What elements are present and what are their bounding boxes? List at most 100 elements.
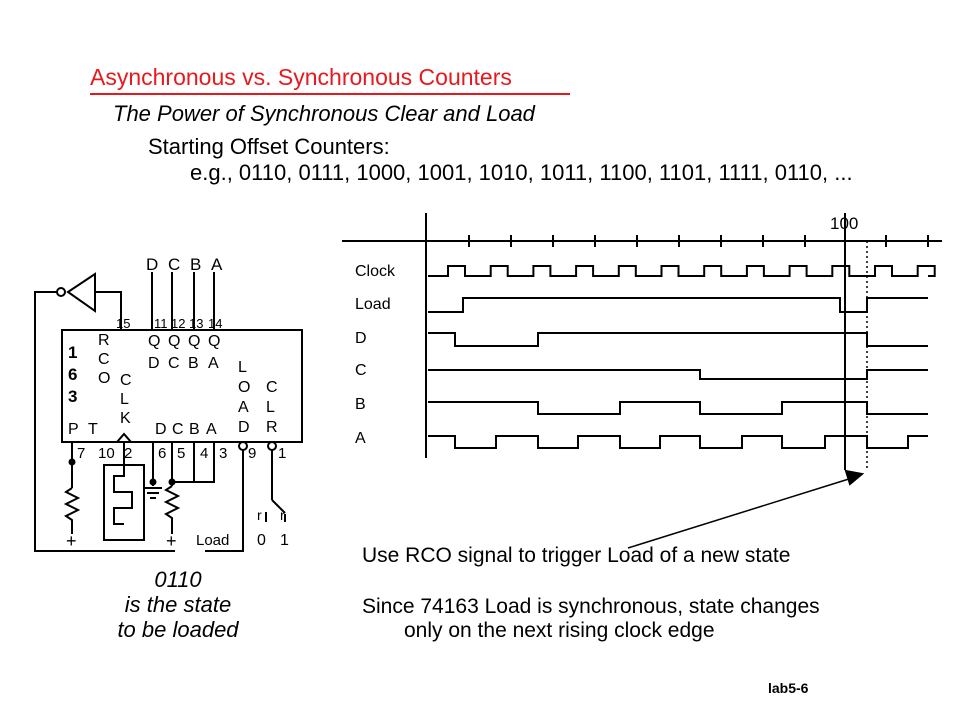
signal-label-a: A xyxy=(355,430,366,447)
clock-source-waveform xyxy=(113,460,133,525)
data-input-c: C xyxy=(172,421,184,438)
caption-line3: to be loaded xyxy=(117,617,239,642)
inverter-bubble xyxy=(56,287,66,297)
offset-heading: Starting Offset Counters: xyxy=(148,134,390,159)
load-letter-0: L xyxy=(238,359,247,376)
signal-label-load: Load xyxy=(355,296,391,313)
load-waveform xyxy=(428,297,928,313)
top-input-a: A xyxy=(211,255,223,274)
q-letter-0: D xyxy=(148,355,160,372)
marker-label: 100 xyxy=(830,214,858,233)
clk-letter-1: L xyxy=(120,391,129,408)
top-pin-11: 11 xyxy=(154,316,168,331)
data-input-d: D xyxy=(155,421,167,438)
rco-note: Use RCO signal to trigger Load of a new … xyxy=(362,544,791,567)
q-letter-2: B xyxy=(188,355,199,372)
bottom-pin-1: 1 xyxy=(278,445,286,462)
data-input-a: A xyxy=(206,421,217,438)
bottom-pin-4: 4 xyxy=(200,445,208,462)
inverter-body xyxy=(66,272,96,313)
top-input-b: B xyxy=(190,255,201,274)
title-underline xyxy=(90,93,570,95)
top-pin-14: 14 xyxy=(208,316,222,331)
offset-sequence: e.g., 0110, 0111, 1000, 1001, 1010, 1011… xyxy=(190,160,853,185)
signal-label-b: B xyxy=(355,396,366,413)
rco-letter-1: C xyxy=(98,351,110,368)
bottom-pin-9: 9 xyxy=(248,445,256,462)
clr-letter-2: R xyxy=(266,419,278,436)
caption-line2: is the state xyxy=(124,592,232,617)
bottom-pin-3: 3 xyxy=(219,445,227,462)
pt-plus: + xyxy=(66,531,77,551)
d-waveform xyxy=(428,332,928,347)
slide-title: Asynchronous vs. Synchronous Counters xyxy=(90,64,512,90)
data-resistor xyxy=(163,485,181,534)
counter-chip xyxy=(61,329,303,443)
caption-state: 0110 xyxy=(154,567,202,592)
clk-letter-2: K xyxy=(120,410,131,427)
top-pin-15: 15 xyxy=(116,316,130,331)
c-waveform xyxy=(428,369,928,380)
b-a-join-wire xyxy=(172,460,215,483)
clr-bubble xyxy=(267,441,277,451)
sync-note-line1: Since 74163 Load is synchronous, state c… xyxy=(362,595,820,618)
bottom-pin-7: 7 xyxy=(77,445,85,462)
clr-letter-1: L xyxy=(266,399,275,416)
clk-letter-0: C xyxy=(120,372,132,389)
bottom-pin-6: 6 xyxy=(158,445,166,462)
ground-junction xyxy=(149,478,157,486)
load-letter-1: O xyxy=(238,379,250,396)
sync-note-line2: only on the next rising clock edge xyxy=(404,619,715,642)
load-letter-3: D xyxy=(238,419,250,436)
data-plus: + xyxy=(166,531,177,551)
top-pin-12: 12 xyxy=(171,316,185,331)
q-output-1: Q xyxy=(168,333,180,350)
feedback-loop-wire xyxy=(34,291,175,552)
signal-label-clock: Clock xyxy=(355,263,396,280)
clock-caret xyxy=(116,432,132,443)
q-letter-1: C xyxy=(168,355,180,372)
q-letter-3: A xyxy=(208,355,219,372)
signal-label-d: D xyxy=(355,330,367,347)
switch-arm xyxy=(271,499,286,514)
switch-r-right: r xyxy=(280,507,285,523)
top-input-c: C xyxy=(168,255,180,274)
slide-subtitle: The Power of Synchronous Clear and Load xyxy=(113,101,535,126)
clock-waveform xyxy=(428,265,936,277)
top-input-d: D xyxy=(146,255,158,274)
load-state-caption: 0110 is the state to be loaded xyxy=(88,567,268,642)
rco-letter-0: R xyxy=(98,332,110,349)
pt-resistor xyxy=(63,487,81,534)
a-waveform xyxy=(428,435,928,449)
load-wire xyxy=(205,450,244,552)
chip-number-2: 3 xyxy=(68,387,77,406)
switch-one: 1 xyxy=(280,532,289,549)
switch-zero: 0 xyxy=(257,532,266,549)
q-output-0: Q xyxy=(148,333,160,350)
bottom-pin-5: 5 xyxy=(177,445,185,462)
pt-letter-0: P xyxy=(68,421,79,438)
q-output-2: Q xyxy=(188,333,200,350)
chip-number-0: 1 xyxy=(68,343,77,362)
rco-letter-2: O xyxy=(98,370,110,387)
slide-footer: lab5-6 xyxy=(768,680,809,696)
load-bubble xyxy=(238,441,248,451)
trigger-arrow-head xyxy=(844,469,865,486)
pt-letter-1: T xyxy=(88,421,98,438)
q-output-3: Q xyxy=(208,333,220,350)
bottom-pin-10: 10 xyxy=(98,445,115,462)
chip-number-1: 6 xyxy=(68,365,77,384)
top-pin-13: 13 xyxy=(189,316,203,331)
load-letter-2: A xyxy=(238,399,249,416)
rco-feedback-wire xyxy=(95,291,122,330)
counter-circuit xyxy=(34,272,303,552)
data-input-b: B xyxy=(189,421,200,438)
signal-label-c: C xyxy=(355,362,367,379)
clr-letter-0: C xyxy=(266,379,278,396)
bottom-pin-2: 2 xyxy=(124,445,132,462)
trigger-arrow-line xyxy=(627,477,853,549)
b-waveform xyxy=(428,401,928,415)
switch-r-left: r xyxy=(257,507,262,523)
